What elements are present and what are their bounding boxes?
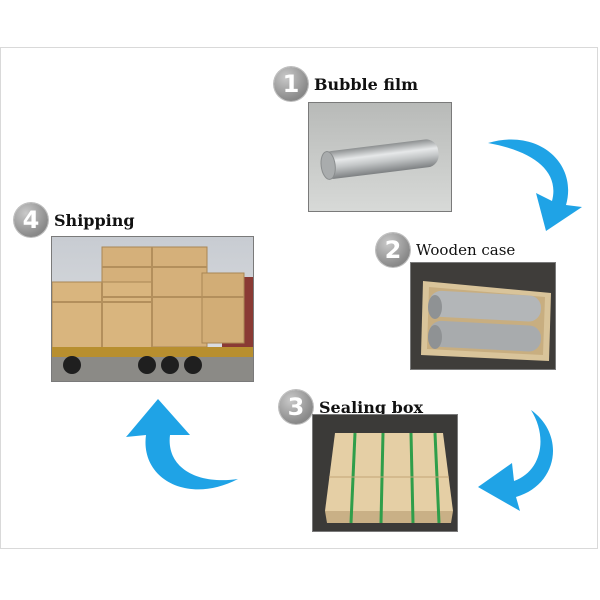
sealing-box-photo <box>312 414 458 532</box>
cycle-arrow-icon <box>126 399 238 490</box>
step-3-header: 3 Sealing box <box>279 390 423 424</box>
cycle-arrow-icon <box>478 410 554 511</box>
step-4-badge: 4 <box>14 203 48 237</box>
sealing-box-image <box>313 415 457 531</box>
step-2-label: Wooden case <box>416 241 516 259</box>
step-3-badge: 3 <box>279 390 313 424</box>
cycle-arrow-icon <box>488 139 582 231</box>
shipping-photo <box>51 236 254 382</box>
step-4-header: 4 Shipping <box>14 203 135 237</box>
bubble-film-photo <box>308 102 452 212</box>
step-1-badge: 1 <box>274 67 308 101</box>
step-2-header: 2 Wooden case <box>376 233 515 267</box>
shipping-image <box>52 237 253 381</box>
step-2-badge: 2 <box>376 233 410 267</box>
wooden-case-image <box>411 263 555 369</box>
step-4-label: Shipping <box>54 210 135 230</box>
wooden-case-photo <box>410 262 556 370</box>
bubble-film-image <box>309 103 451 211</box>
step-1-header: 1 Bubble film <box>274 67 418 101</box>
step-1-label: Bubble film <box>314 74 418 94</box>
step-3-label: Sealing box <box>319 397 424 417</box>
